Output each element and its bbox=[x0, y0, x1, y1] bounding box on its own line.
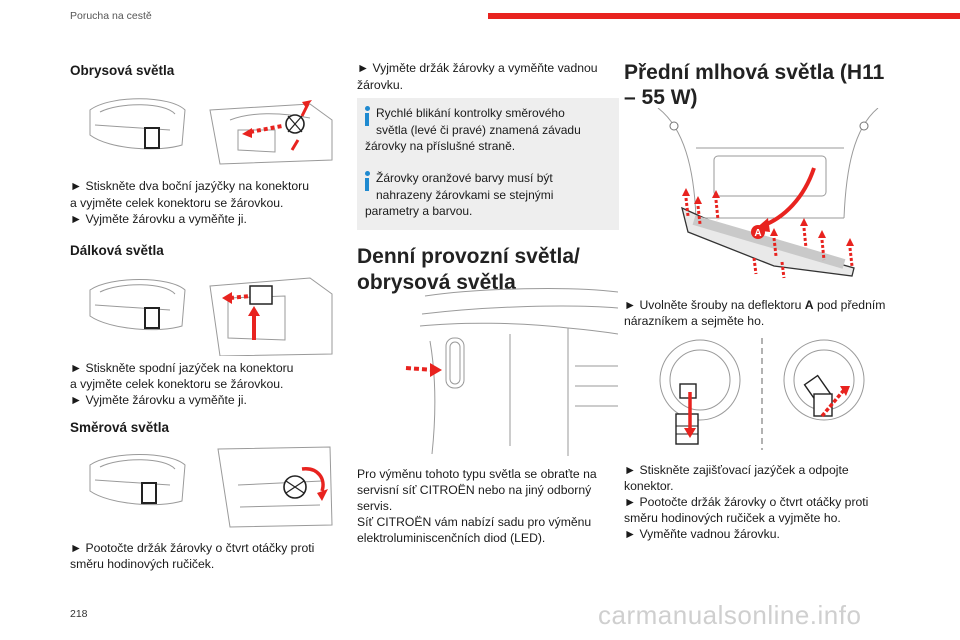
col2-intro-line-1: ► Vyjměte držák žárovky a vyměňte vadnou bbox=[357, 61, 598, 75]
dalkova-line-1: ► Stiskněte spodní jazýček na konektoru bbox=[70, 361, 294, 375]
fog-step1-post: pod předním bbox=[813, 298, 886, 312]
drl-body-line-3: servis. bbox=[357, 499, 393, 513]
fog-step1-line-1: ► Uvolněte šrouby na deflektoru A pod př… bbox=[624, 297, 885, 314]
info1-line-1: Rychlé blikání kontrolky směrového bbox=[376, 106, 565, 120]
fog-step-line-1: ► Stiskněte zajišťovací jazýček a odpojt… bbox=[624, 463, 849, 477]
info2-line-2: nahrazeny žárovkami se stejnými bbox=[376, 187, 554, 202]
obrysova-line-1: ► Stiskněte dva boční jazýčky na konekto… bbox=[70, 179, 310, 193]
fog-step1-line-2: nárazníkem a sejměte ho. bbox=[624, 314, 765, 328]
section-title: Porucha na cestě bbox=[70, 10, 152, 22]
heading-dalkova-svetla: Dálková světla bbox=[70, 243, 164, 258]
illustration-fog-bulb bbox=[654, 336, 870, 452]
heading-drl-line-1: Denní provozní světla/ bbox=[357, 245, 580, 268]
drl-body-line-4: Síť CITROËN vám nabízí sadu pro výměnu bbox=[357, 515, 592, 529]
smerova-line-2: směru hodinových ručiček. bbox=[70, 557, 215, 571]
fog-step-line-5: ► Vyměňte vadnou žárovku. bbox=[624, 527, 780, 541]
info-icon bbox=[363, 171, 371, 193]
info1-line-2: světla (levé či pravé) znamená závadu bbox=[376, 122, 581, 137]
info1-line-3: žárovky na příslušné straně. bbox=[365, 139, 516, 153]
drl-body-line-5: elektroluminiscenčních diod (LED). bbox=[357, 531, 546, 545]
illustration-drl bbox=[400, 286, 618, 456]
fog-step-line-2: konektor. bbox=[624, 479, 674, 493]
heading-fog-line-1: Přední mlhová světla (H11 bbox=[624, 61, 885, 84]
smerova-line-1: ► Pootočte držák žárovky o čtvrt otáčky … bbox=[70, 541, 315, 555]
dalkova-line-2: a vyjměte celek konektoru se žárovkou. bbox=[70, 377, 284, 391]
illustration-fog-deflector: A bbox=[654, 108, 882, 286]
info-box-orange-bulbs: Žárovky oranžové barvy musí být nahrazen… bbox=[357, 163, 619, 230]
col2-intro-line-2: žárovku. bbox=[357, 78, 404, 92]
dalkova-line-3: ► Vyjměte žárovku a vyměňte ji. bbox=[70, 393, 247, 407]
label-a: A bbox=[754, 228, 761, 239]
illustration-high-beam bbox=[70, 268, 335, 356]
drl-body-line-2: servisní síť CITROËN nebo na jiný odborn… bbox=[357, 483, 592, 497]
fog-step-line-3: ► Pootočte držák žárovky o čtvrt otáčky … bbox=[624, 495, 869, 509]
obrysova-line-2: a vyjměte celek konektoru se žárovkou. bbox=[70, 196, 284, 210]
header-accent-bar bbox=[488, 13, 960, 19]
illustration-turn-signal bbox=[70, 445, 335, 530]
heading-obrysova-svetla: Obrysová světla bbox=[70, 63, 175, 78]
drl-body-line-1: Pro výměnu tohoto typu světla se obraťte… bbox=[357, 467, 597, 481]
illustration-position-lamp bbox=[70, 90, 335, 170]
info2-line-3: parametry a barvou. bbox=[365, 204, 473, 218]
page-number: 218 bbox=[70, 608, 88, 620]
watermark: carmanualsonline.info bbox=[598, 600, 862, 630]
fog-step1-bold: A bbox=[804, 298, 814, 312]
info-icon bbox=[363, 106, 371, 128]
info-box-blinking: Rychlé blikání kontrolky směrového světl… bbox=[357, 98, 619, 165]
heading-drl-line-2: obrysová světla bbox=[357, 271, 516, 294]
obrysova-line-3: ► Vyjměte žárovku a vyměňte ji. bbox=[70, 212, 247, 226]
fog-step-line-4: směru hodinových ručiček a vyjměte ho. bbox=[624, 511, 841, 525]
info2-line-1: Žárovky oranžové barvy musí být bbox=[376, 171, 553, 185]
heading-fog-line-2: – 55 W) bbox=[624, 86, 698, 109]
fog-step1-pre: ► Uvolněte šrouby na deflektoru bbox=[624, 298, 805, 312]
heading-smerova-svetla: Směrová světla bbox=[70, 420, 170, 435]
